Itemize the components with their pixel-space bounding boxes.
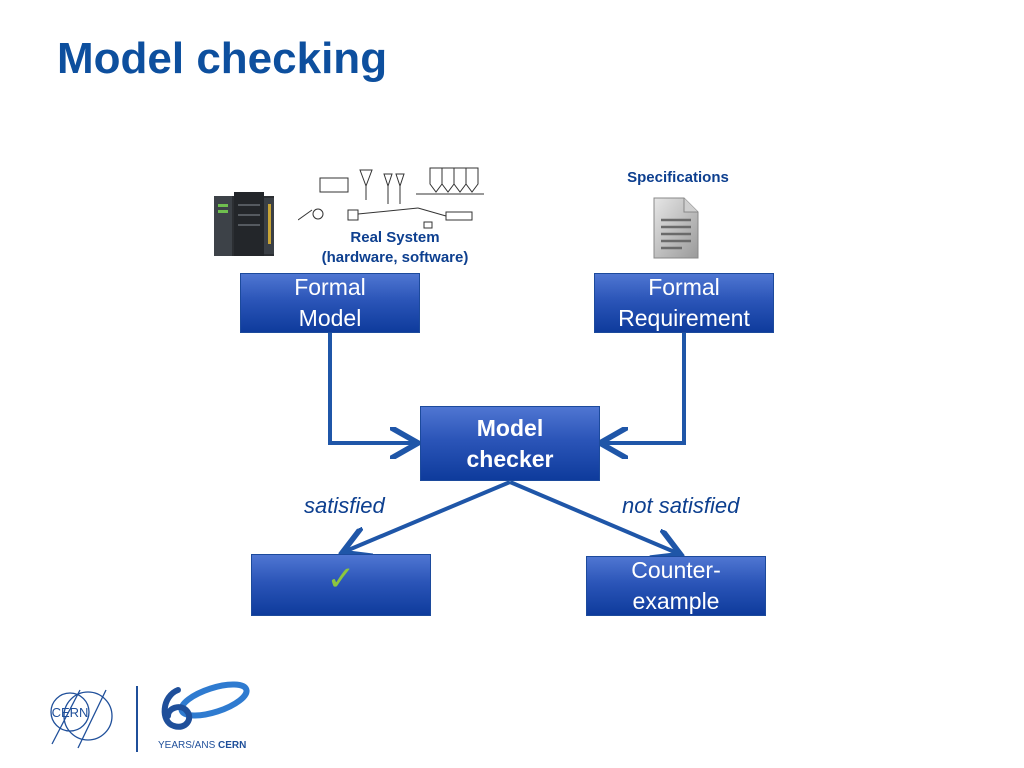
model-checker-box: Model checker: [420, 406, 600, 481]
formal-requirement-line1: Formal: [648, 274, 720, 300]
plc-hardware-image: [214, 192, 274, 256]
arrow-requirement-to-checker: [604, 333, 686, 443]
real-system-label: Real System: [350, 229, 440, 246]
satisfied-label: satisfied: [304, 493, 385, 518]
real-system-sublabel: (hardware, software): [321, 249, 469, 266]
counterexample-line2: example: [632, 588, 720, 614]
counterexample-line1: Counter-: [631, 557, 721, 583]
model-checker-line1: Model: [476, 414, 544, 441]
sixty-years-logo: [161, 681, 250, 730]
specifications-label: Specifications: [627, 169, 729, 186]
anniversary-text: YEARS/ANS CERN: [158, 740, 247, 751]
footer-divider: [136, 686, 138, 752]
formal-model-line2: Model: [298, 305, 362, 331]
formal-model-line1: Formal: [294, 274, 366, 300]
satisfied-result-box: ✓: [251, 554, 431, 616]
document-icon: [653, 197, 699, 259]
real-system-schematic-image: [298, 167, 484, 229]
not-satisfied-label: not satisfied: [622, 493, 740, 518]
slide-title: Model checking: [57, 34, 388, 83]
arrow-model-to-checker: [328, 333, 414, 443]
arrow-checker-to-satisfied: [346, 480, 511, 551]
cern-logo-text: CERN: [52, 705, 89, 720]
formal-requirement-line2: Requirement: [618, 305, 750, 331]
formal-model-box: Formal Model: [240, 273, 420, 333]
arrow-checker-to-counterexample: [509, 480, 677, 553]
formal-requirement-box: Formal Requirement: [594, 273, 774, 333]
model-checker-line2: checker: [466, 445, 554, 472]
cern-logo: CERN: [50, 689, 113, 749]
counterexample-box: Counter- example: [586, 556, 766, 616]
check-icon: ✓: [326, 559, 356, 599]
